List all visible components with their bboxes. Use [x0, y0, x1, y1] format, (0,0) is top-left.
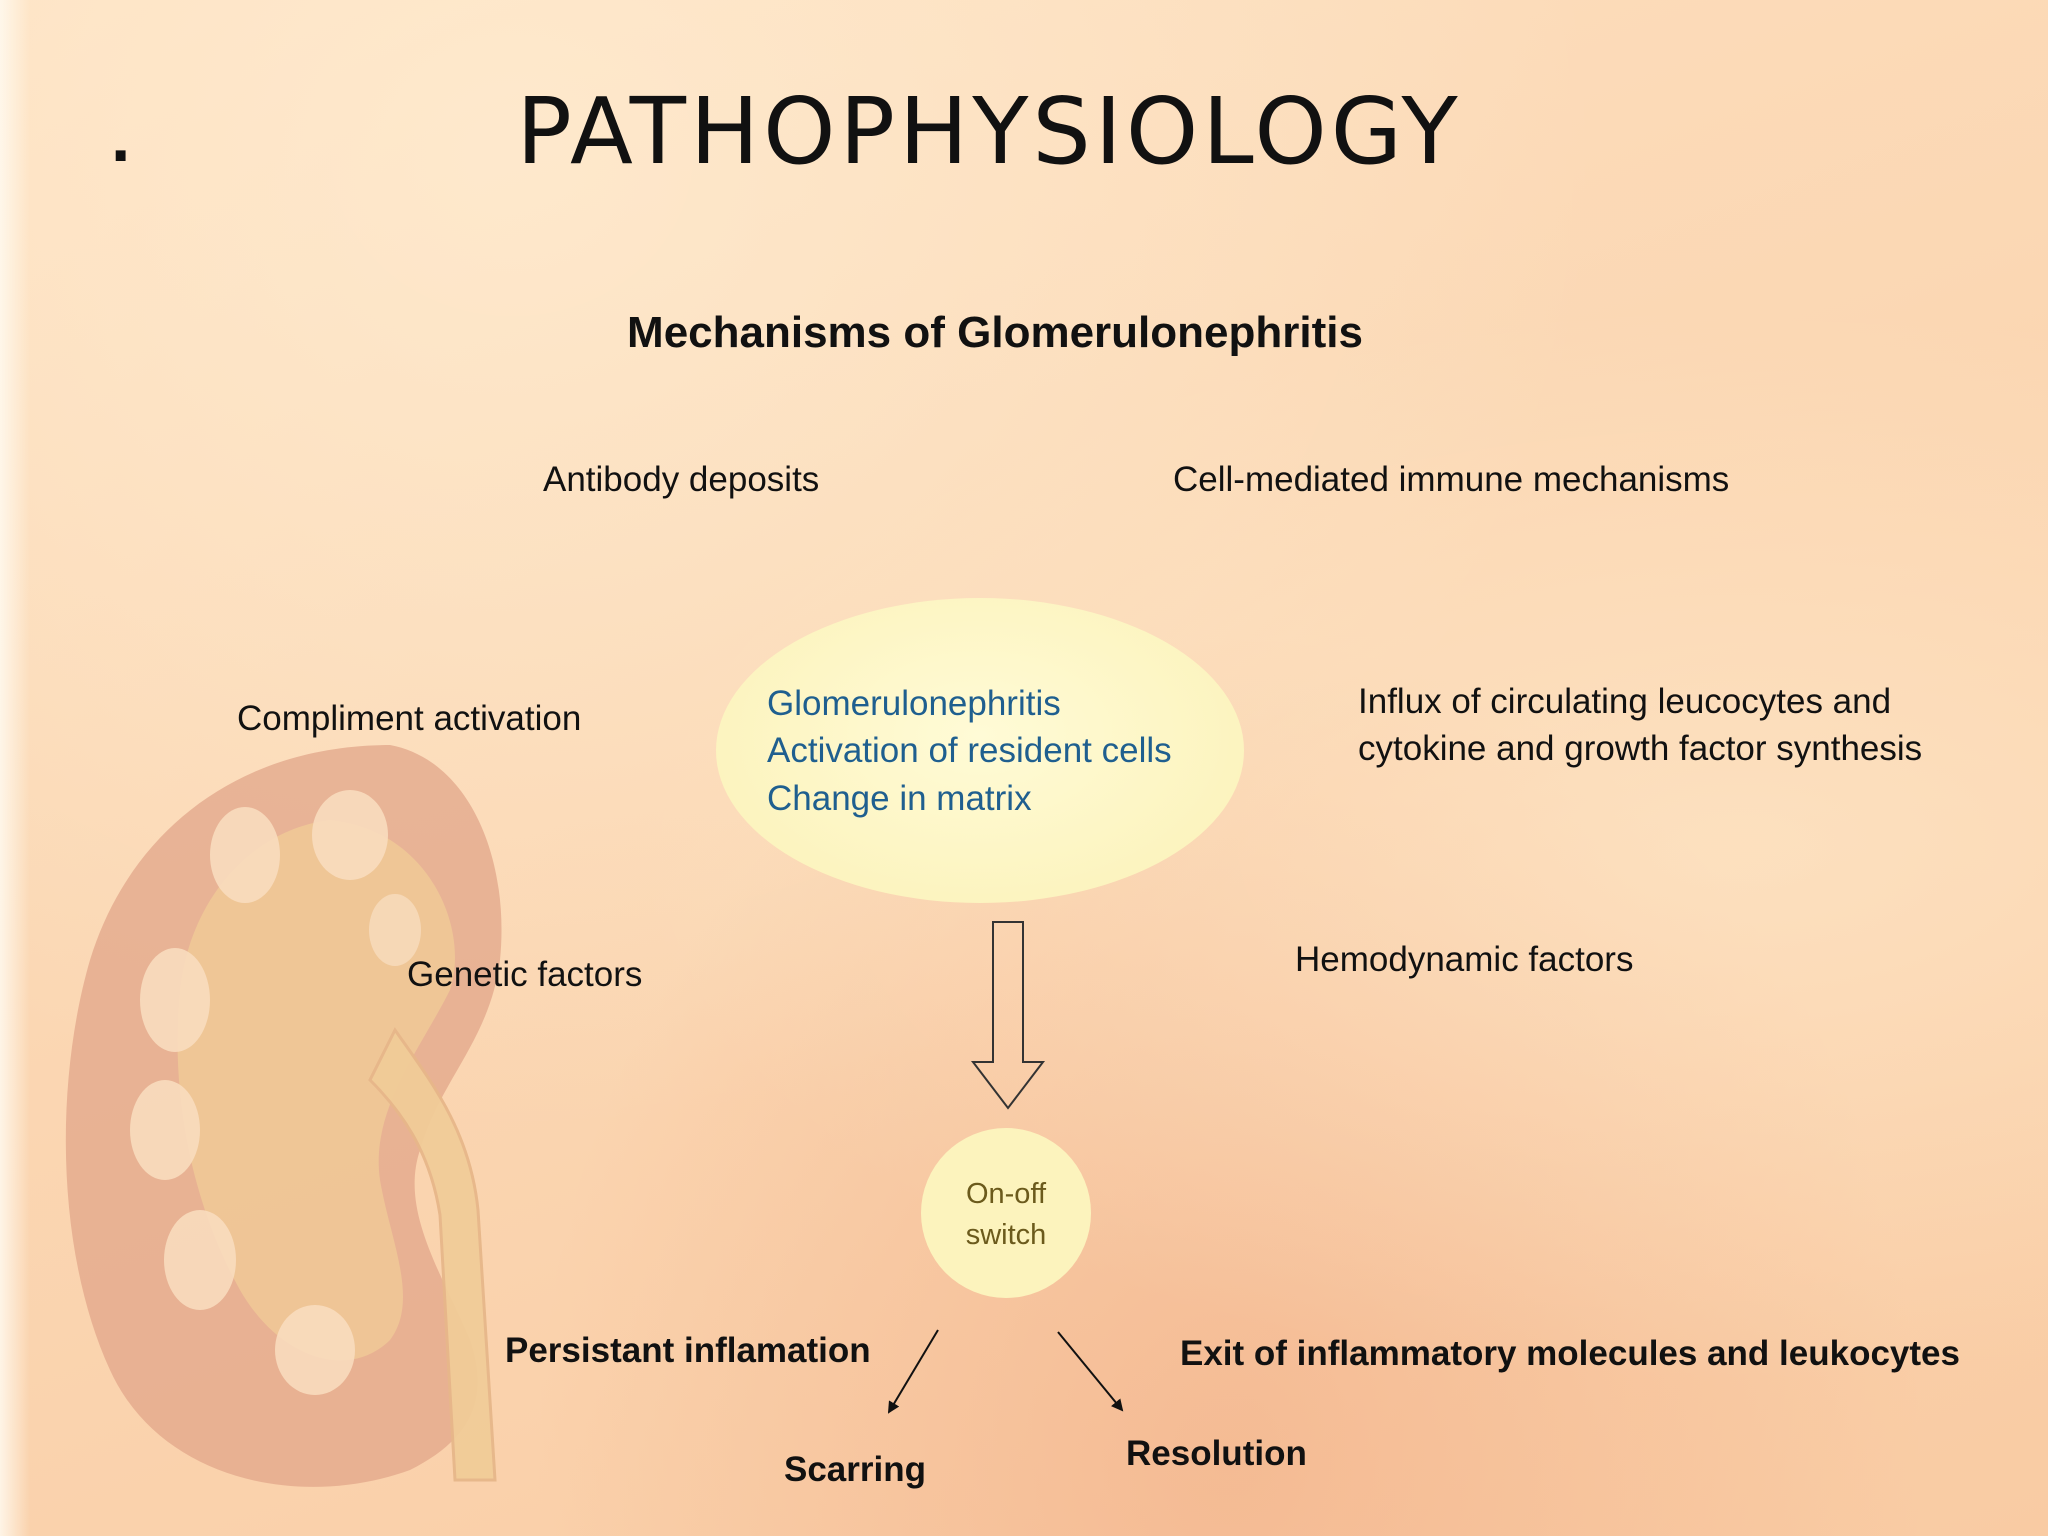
- arrow-down-right-icon: [1057, 1331, 1124, 1412]
- outcome-persistent-inflammation: Persistant inflamation: [505, 1331, 871, 1370]
- switch-line2: switch: [965, 1219, 1047, 1251]
- factor-antibody-deposits: Antibody deposits: [543, 460, 820, 499]
- page-title: PATHOPHYSIOLOGY: [0, 78, 2048, 185]
- center-line-activation: Activation of resident cells: [767, 731, 1172, 770]
- factor-genetic: Genetic factors: [407, 955, 643, 994]
- center-line-matrix: Change in matrix: [767, 779, 1032, 818]
- slide-marker: .: [110, 110, 132, 175]
- factor-hemodynamic: Hemodynamic factors: [1295, 940, 1634, 979]
- page-title-text: PATHOPHYSIOLOGY: [516, 78, 1462, 185]
- factor-influx-line1: Influx of circulating leucocytes and: [1358, 682, 1892, 721]
- on-off-switch-circle: [921, 1128, 1091, 1298]
- factor-influx-line2: cytokine and growth factor synthesis: [1358, 729, 1923, 768]
- outcome-scarring: Scarring: [784, 1450, 926, 1489]
- outcome-resolution: Resolution: [1126, 1434, 1307, 1473]
- factor-cell-mediated: Cell-mediated immune mechanisms: [1173, 460, 1730, 499]
- factor-compliment-activation: Compliment activation: [237, 699, 582, 738]
- diagram-subtitle: Mechanisms of Glomerulonephritis: [0, 308, 2048, 358]
- switch-line1: On-off: [965, 1178, 1047, 1210]
- outcome-exit-inflammatory: Exit of inflammatory molecules and leuko…: [1180, 1334, 1960, 1373]
- slide-left-edge: [0, 0, 30, 1536]
- arrow-down-left-icon: [887, 1329, 939, 1414]
- diagram-subtitle-text: Mechanisms of Glomerulonephritis: [627, 308, 1363, 357]
- center-line-glomerulonephritis: Glomerulonephritis: [767, 684, 1061, 723]
- hollow-down-arrow-icon: [970, 921, 1046, 1110]
- central-ellipse: [716, 598, 1244, 903]
